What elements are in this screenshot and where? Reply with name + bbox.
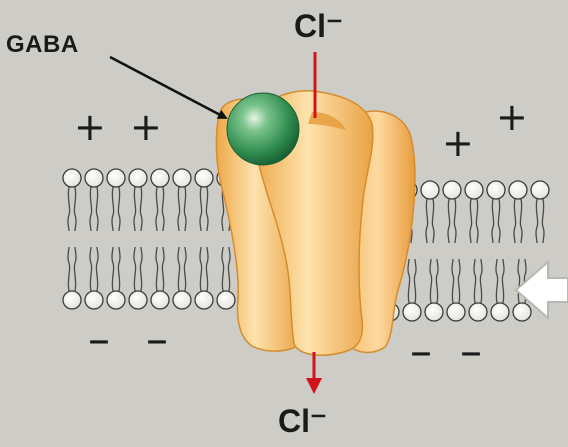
phospholipid: [173, 247, 191, 309]
phospholipid: [443, 181, 461, 243]
phospholipid: [465, 181, 483, 243]
phospholipid: [85, 169, 103, 231]
phospholipid: [151, 247, 169, 309]
phospholipid: [217, 247, 235, 309]
positive-charge-sign: +: [442, 124, 474, 162]
phospholipid: [195, 247, 213, 309]
phospholipid: [107, 247, 125, 309]
phospholipid: [107, 169, 125, 231]
phospholipid: [487, 181, 505, 243]
ion-flow-arrow-bottom: [306, 352, 322, 394]
gaba-molecule: [227, 93, 299, 165]
phospholipid: [129, 247, 147, 309]
phospholipid: [85, 247, 103, 309]
phospholipid: [173, 169, 191, 231]
negative-charge-sign: –: [460, 330, 482, 374]
phospholipid: [421, 181, 439, 243]
negative-charge-sign: –: [88, 318, 110, 362]
phospholipid: [425, 259, 443, 321]
phospholipid: [469, 259, 487, 321]
positive-charge-sign: +: [74, 108, 106, 146]
phospholipid: [447, 259, 465, 321]
phospholipid: [195, 169, 213, 231]
negative-charge-sign: –: [146, 318, 168, 362]
chloride-ion-label-bottom: Cl⁻: [278, 405, 327, 437]
gaba-pointer-arrow: [110, 57, 226, 118]
negative-charge-sign: –: [410, 330, 432, 374]
membrane-inner-leaflet-left: [63, 247, 257, 309]
phospholipid: [509, 181, 527, 243]
phospholipid: [531, 181, 549, 243]
positive-charge-sign: +: [130, 108, 162, 146]
phospholipid: [129, 169, 147, 231]
membrane-outer-leaflet-left: [63, 169, 235, 231]
phospholipid: [151, 169, 169, 231]
positive-charge-sign: +: [496, 98, 528, 136]
phospholipid: [491, 259, 509, 321]
phospholipid: [63, 169, 81, 231]
membrane-outer-leaflet-right: [399, 181, 549, 243]
gaba-label: GABA: [6, 33, 79, 57]
phospholipid: [63, 247, 81, 309]
chloride-ion-label-top: Cl⁻: [294, 10, 343, 42]
phospholipid: [403, 259, 421, 321]
